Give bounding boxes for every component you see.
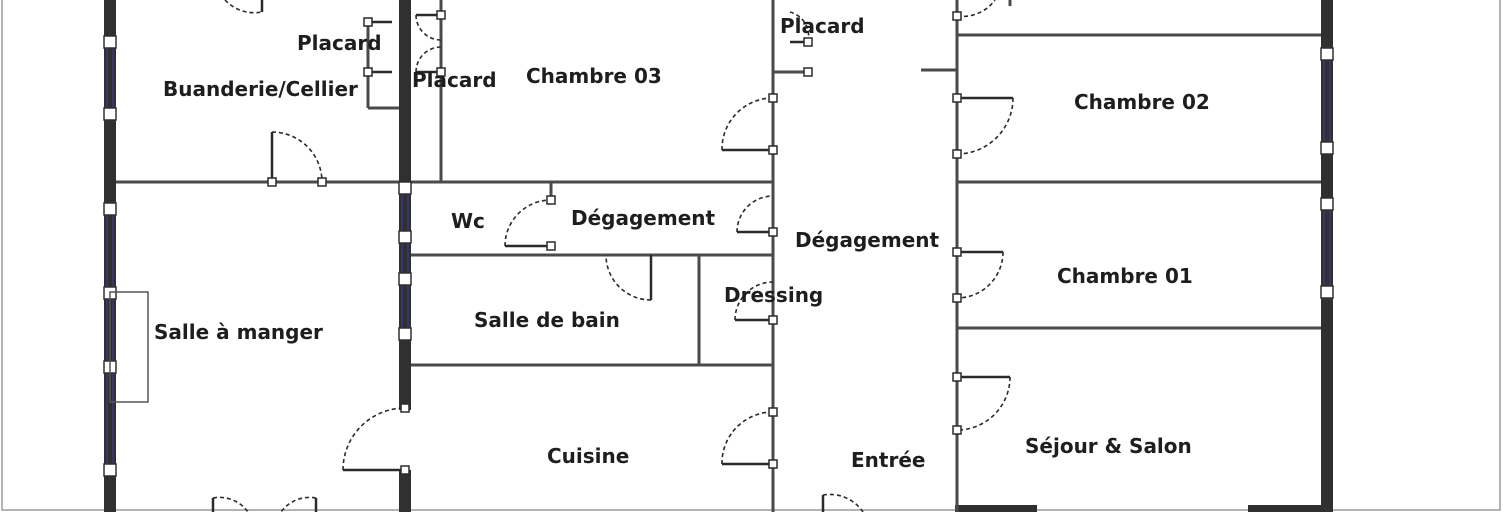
label-salle-de-bain: Salle de bain — [474, 308, 620, 332]
label-chambre-01: Chambre 01 — [1057, 264, 1193, 288]
sideboard-furniture — [109, 291, 149, 403]
label-dressing: Dressing — [724, 283, 823, 307]
doors — [211, 0, 1014, 512]
label-cuisine: Cuisine — [547, 444, 629, 468]
door-chambre-03 — [721, 93, 778, 155]
door-cuisine — [721, 407, 778, 469]
door-salle-a-manger — [342, 403, 410, 475]
door-chambre-02 — [952, 93, 1014, 159]
room-labels: Placard Buanderie/Cellier Placard Chambr… — [154, 14, 1210, 472]
label-placard-3: Placard — [780, 14, 865, 38]
label-degagement-1: Dégagement — [571, 206, 716, 230]
door-sejour — [952, 372, 1011, 435]
label-buanderie: Buanderie/Cellier — [163, 77, 358, 101]
door-bottom-double — [211, 496, 318, 512]
label-chambre-02: Chambre 02 — [1074, 90, 1210, 114]
door-wc — [504, 195, 556, 251]
label-placard-1: Placard — [297, 31, 382, 55]
label-sejour: Séjour & Salon — [1025, 434, 1192, 458]
door-placard-3 — [789, 11, 813, 77]
label-placard-2: Placard — [412, 68, 497, 92]
label-salle-a-manger: Salle à manger — [154, 320, 323, 344]
door-dressing — [734, 281, 778, 325]
door-top-left — [224, 0, 264, 14]
label-degagement-2: Dégagement — [795, 228, 940, 252]
windows — [103, 35, 1334, 477]
label-entree: Entrée — [851, 448, 925, 472]
door-chambre-01 — [952, 247, 1004, 303]
label-wc: Wc — [451, 209, 485, 233]
door-placard-2 — [415, 10, 446, 77]
door-placard-1 — [363, 17, 392, 77]
door-salle-de-bain — [605, 254, 653, 301]
door-degagement-1 — [736, 195, 778, 237]
door-buanderie — [267, 131, 327, 187]
label-chambre-03: Chambre 03 — [526, 64, 662, 88]
door-entree — [821, 493, 864, 512]
door-top-right — [952, 0, 996, 21]
